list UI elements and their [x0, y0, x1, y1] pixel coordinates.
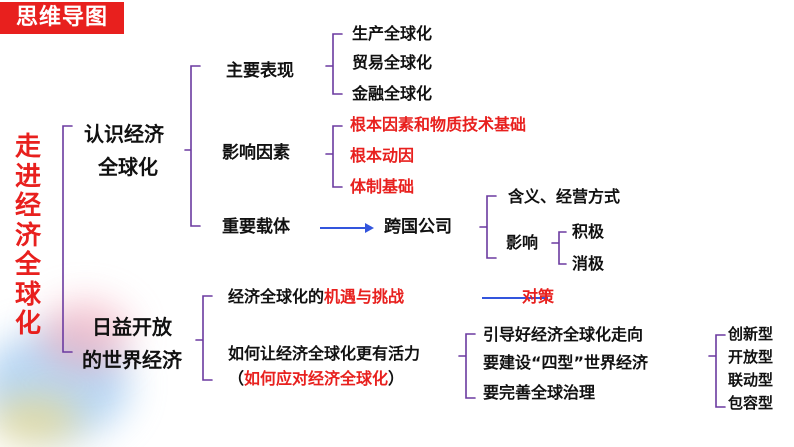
four-type-item: 包容型 — [728, 394, 774, 412]
opportunity-prefix: 经济全球化的 — [228, 287, 325, 306]
bracket-multinational — [479, 195, 497, 259]
opportunity-highlight: 机遇与挑战 — [324, 287, 405, 306]
factor-item: 体制基础 — [350, 177, 415, 196]
vitality-highlight: 如何应对经济全球化 — [244, 369, 389, 388]
mind-map-badge: 思维导图 — [0, 2, 124, 34]
factor-item: 根本动因 — [350, 146, 415, 165]
influence-item-positive: 积极 — [572, 222, 605, 241]
branch1-label-line1: 认识经济 — [84, 122, 164, 146]
root-title: 走进经济全球化 — [14, 132, 41, 339]
four-type-item: 开放型 — [728, 348, 774, 366]
factor-item: 根本因素和物质技术基础 — [350, 115, 527, 134]
manifestation-item: 贸易全球化 — [352, 53, 433, 72]
measure-item: 引导好经济全球化走向 — [483, 325, 644, 344]
bracket-measures — [458, 333, 476, 399]
bracket-root — [62, 125, 73, 353]
branch2-label-line1: 日益开放 — [92, 315, 172, 339]
multinational-label: 跨国公司 — [384, 217, 452, 237]
decor-blot-yellow — [0, 395, 80, 445]
countermeasure-label: 对策 — [522, 287, 555, 306]
vitality-question: 如何让经济全球化更有活力 — [228, 344, 421, 363]
manifestation-item: 金融全球化 — [352, 84, 433, 103]
influence-label: 影响 — [506, 233, 539, 252]
carrier-label: 重要载体 — [222, 217, 290, 237]
bracket-four-types — [708, 334, 726, 408]
influence-item-negative: 消极 — [572, 254, 605, 273]
bracket-manifestations — [325, 33, 343, 95]
bracket-branch2 — [195, 295, 213, 381]
bracket-factors — [325, 125, 343, 188]
branch2-label-line2: 的世界经济 — [82, 348, 182, 372]
arrow-to-multinational — [320, 223, 374, 233]
decor-blot-pink — [40, 300, 130, 370]
manifestations-label: 主要表现 — [226, 61, 294, 81]
branch1-label-line2: 全球化 — [98, 155, 158, 179]
bracket-branch1 — [184, 65, 201, 227]
manifestation-item: 生产全球化 — [352, 24, 433, 43]
factors-label: 影响因素 — [222, 143, 290, 163]
paren-close: ） — [388, 369, 405, 388]
four-type-item: 创新型 — [728, 325, 774, 343]
opportunity-line: 经济全球化的机遇与挑战 — [228, 289, 404, 305]
four-type-item: 联动型 — [728, 371, 774, 389]
bracket-influence — [551, 231, 567, 265]
vitality-subquestion: （如何应对经济全球化） — [228, 371, 404, 387]
meaning-label: 含义、经营方式 — [508, 187, 621, 206]
paren-open: （ — [228, 369, 245, 388]
measure-item: 要建设“四型”世界经济 — [483, 353, 649, 372]
measure-item: 要完善全球治理 — [483, 383, 596, 402]
